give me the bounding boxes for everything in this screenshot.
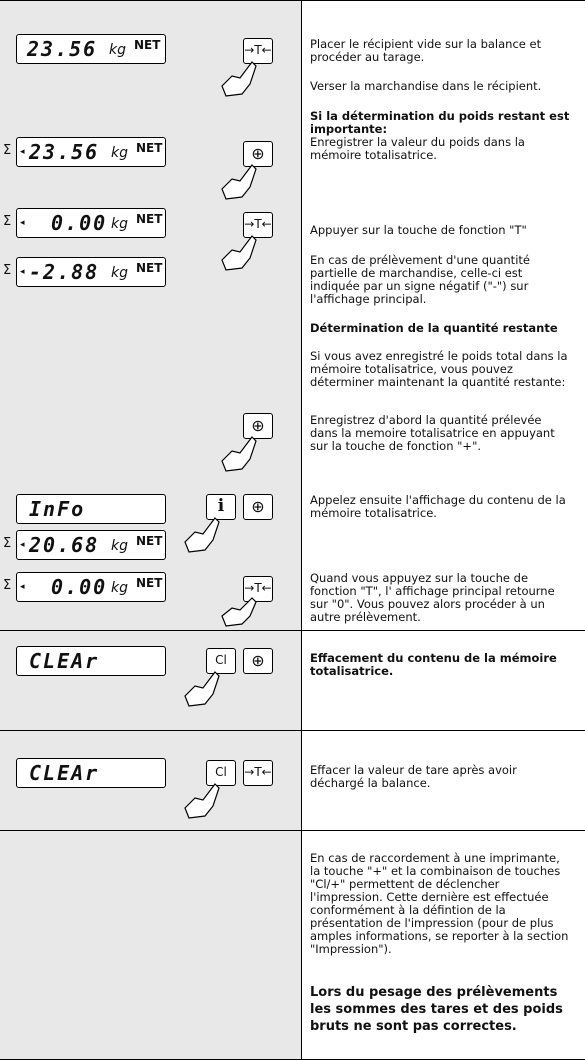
instruction-text: Enregistrez d'abord la quantité prélevée…	[310, 413, 555, 453]
instruction-text: Verser la marchandise dans le récipient.	[310, 79, 542, 93]
row-divider	[0, 730, 585, 731]
net-indicator: NET	[136, 212, 163, 226]
row-divider	[0, 630, 585, 631]
net-indicator: NET	[136, 576, 163, 590]
pressing-hand-icon	[221, 235, 257, 271]
pressing-hand-icon	[221, 597, 257, 627]
plus-key[interactable]: ⊕	[243, 141, 273, 167]
instruction-text: Quand vous appuyez sur la touche de fonc…	[310, 571, 555, 624]
tare-key[interactable]: →T←	[243, 576, 273, 602]
display-digits: 23.56	[27, 37, 98, 61]
sigma-symbol: Σ	[3, 536, 12, 551]
clear-key[interactable]: Cl	[206, 648, 236, 674]
plus-key[interactable]: ⊕	[243, 494, 273, 520]
pressing-hand-icon	[221, 436, 257, 472]
instruction-text: Enregistrer la valeur du poids dans la m…	[310, 135, 525, 162]
display-digits: InFo	[29, 497, 86, 521]
tare-key[interactable]: →T←	[243, 760, 273, 786]
warning-note: Lors du pesage des prélèvements les somm…	[310, 985, 563, 1034]
instruction-text: Si vous avez enregistré le poids total d…	[310, 349, 568, 389]
pressing-hand-icon	[221, 61, 257, 97]
scale-display: ◂ 0.00 kg NET	[16, 208, 166, 238]
sigma-symbol: Σ	[3, 578, 12, 593]
scale-display: InFo	[16, 494, 166, 524]
memory-arrow-icon: ◂	[20, 267, 25, 277]
memory-arrow-icon: ◂	[20, 147, 25, 157]
display-digits: 23.56	[29, 140, 100, 164]
instruction-text: Appuyer sur la touche de fonction "T"	[310, 223, 527, 237]
pressing-hand-icon	[184, 517, 220, 553]
pressing-hand-icon	[184, 671, 220, 707]
sigma-symbol: Σ	[3, 263, 12, 278]
memory-arrow-icon: ◂	[20, 582, 25, 592]
clear-key[interactable]: Cl	[206, 760, 236, 786]
row-divider	[0, 0, 585, 1]
scale-display: ◂ 20.68 kg NET	[16, 530, 166, 560]
column-divider	[301, 0, 302, 1060]
display-digits: CLEAr	[29, 761, 100, 785]
memory-arrow-icon: ◂	[20, 540, 25, 550]
display-digits: 20.68	[29, 533, 100, 557]
display-unit: kg	[111, 580, 128, 596]
plus-key[interactable]: ⊕	[243, 648, 273, 674]
instruction-text: En cas de raccordement à une imprimante,…	[310, 851, 569, 956]
scale-display: ◂ 0.00 kg NET	[16, 572, 166, 602]
instruction-text: Appelez ensuite l'affichage du contenu d…	[310, 493, 566, 520]
net-indicator: NET	[136, 141, 163, 155]
memory-arrow-icon: ◂	[20, 218, 25, 228]
info-key[interactable]: i	[206, 494, 236, 520]
display-unit: kg	[111, 216, 128, 232]
section-heading: Si la détermination du poids restant est…	[310, 109, 570, 136]
scale-display: 23.56 kg NET	[16, 34, 166, 64]
display-unit: kg	[111, 265, 128, 281]
net-indicator: NET	[136, 261, 163, 275]
display-unit: kg	[111, 145, 128, 161]
display-digits: 0.00	[51, 211, 108, 235]
display-digits: 0.00	[51, 575, 108, 599]
pressing-hand-icon	[184, 783, 220, 819]
section-heading: Effacement du contenu de la mémoire tota…	[310, 651, 557, 678]
sigma-symbol: Σ	[3, 143, 12, 158]
display-digits: -2.88	[29, 260, 100, 284]
tare-key[interactable]: →T←	[243, 38, 273, 64]
instruction-text: Placer le récipient vide sur la balance …	[310, 37, 542, 64]
instruction-text: En cas de prélèvement d'une quantité par…	[310, 253, 530, 306]
scale-display: ◂ -2.88 kg NET	[16, 257, 166, 287]
scale-display: CLEAr	[16, 646, 166, 676]
pressing-hand-icon	[221, 164, 257, 200]
tare-key[interactable]: →T←	[243, 212, 273, 238]
instruction-text: Effacer la valeur de tare après avoir dé…	[310, 763, 517, 790]
display-unit: kg	[111, 538, 128, 554]
net-indicator: NET	[136, 534, 163, 548]
display-digits: CLEAr	[29, 649, 100, 673]
sigma-symbol: Σ	[3, 214, 12, 229]
scale-display: ◂ 23.56 kg NET	[16, 137, 166, 167]
net-indicator: NET	[134, 38, 161, 52]
scale-display: CLEAr	[16, 758, 166, 788]
row-divider	[0, 830, 585, 831]
section-heading: Détermination de la quantité restante	[310, 321, 558, 335]
display-unit: kg	[109, 42, 126, 58]
plus-key[interactable]: ⊕	[243, 413, 273, 439]
